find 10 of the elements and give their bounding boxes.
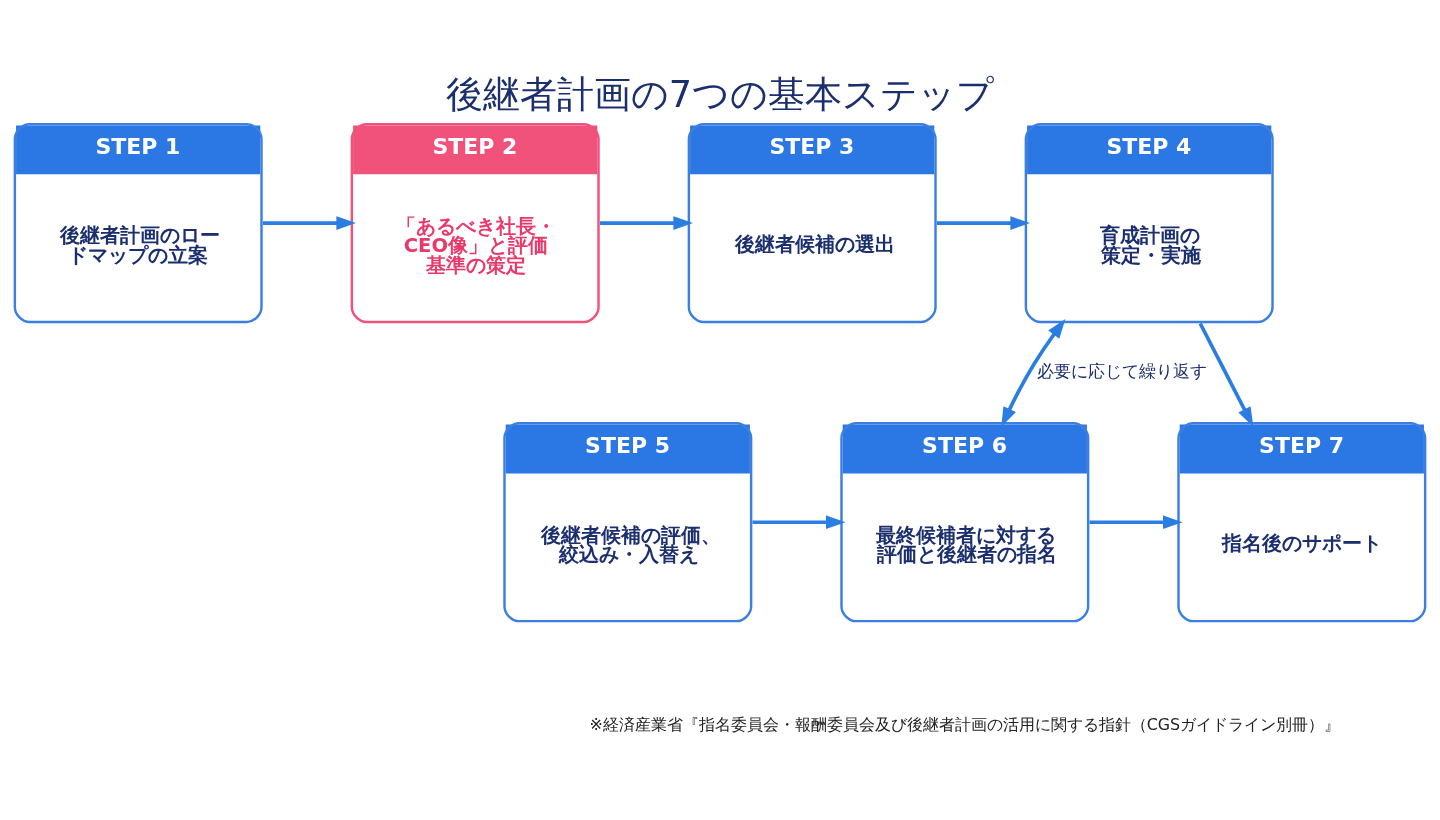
- arrow: [1198, 322, 1254, 427]
- arrow: [752, 514, 846, 529]
- arrow: [1089, 514, 1183, 529]
- arrow: [1001, 318, 1066, 427]
- edge-label: 必要に応じて繰り返す: [1036, 360, 1207, 381]
- caption: ※経済産業省『指名委員会・報酬委員会及び後継者計画の活用に関する指針（CGSガイドライン別冊）』: [589, 714, 1341, 734]
- arrow: [599, 215, 693, 230]
- arrow: [262, 215, 356, 230]
- arrow: [936, 215, 1030, 230]
- diagram-title: 後継者計画の7つの基本ステップ: [445, 72, 995, 116]
